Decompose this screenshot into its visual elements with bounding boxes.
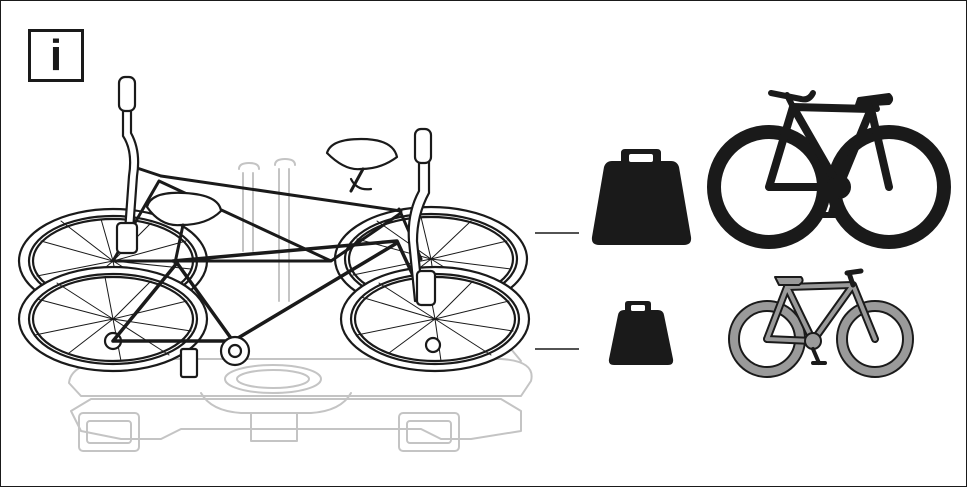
heavy-weight-icon — [592, 149, 691, 245]
legend-connectors — [535, 233, 579, 349]
adult-bicycle-icon — [714, 93, 944, 242]
child-bicycle-icon — [734, 271, 908, 372]
light-weight-icon — [609, 301, 673, 365]
